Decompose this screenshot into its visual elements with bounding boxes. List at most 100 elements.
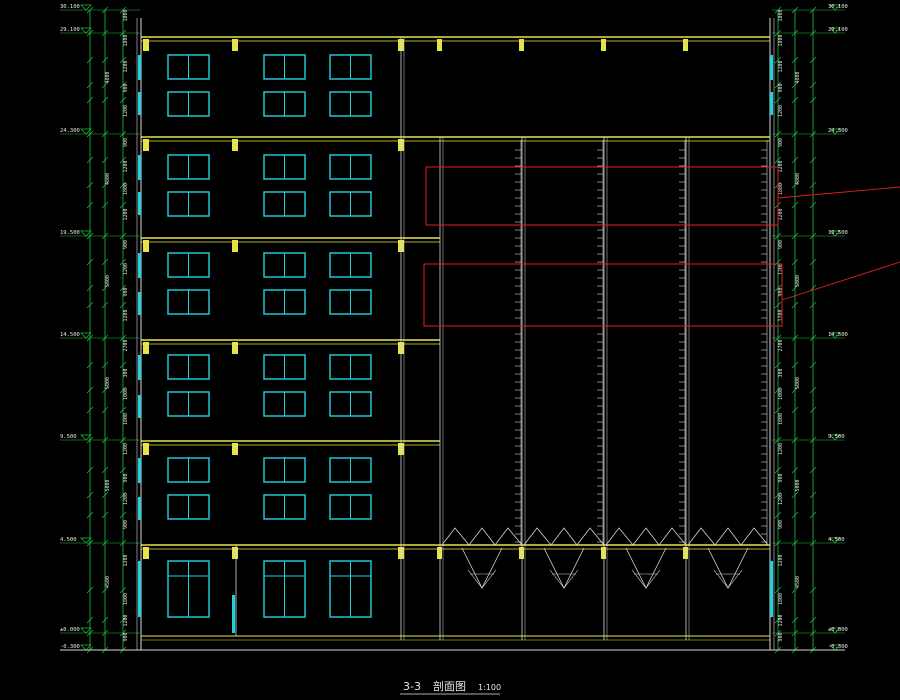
left-dim-tick — [101, 616, 109, 624]
left-dim-tick — [101, 466, 109, 474]
left-dim-tick — [86, 334, 94, 342]
right-level-label: 9.500 — [828, 434, 845, 440]
left-sub-dim-text: 1800 — [123, 34, 129, 46]
right-sub-dim-text: 1200 — [778, 554, 784, 566]
markup-group — [423, 166, 900, 327]
right-dim-tick — [791, 511, 799, 519]
left-dim-tick — [86, 258, 94, 266]
right-dim-tick — [809, 361, 817, 369]
left-floor-dim-text: 4800 — [105, 173, 111, 185]
right-floor-dim-text: 4800 — [795, 71, 801, 83]
right-dim-tick — [809, 81, 817, 89]
right-dim-tick — [774, 436, 782, 444]
silo-funnel-inner — [467, 569, 497, 589]
beam-drop — [519, 547, 524, 559]
left-dim-tick — [101, 6, 109, 14]
left-dim-tick — [86, 539, 94, 547]
beam-drop — [143, 240, 149, 252]
left-level-marker — [80, 230, 92, 237]
right-dim-tick — [791, 629, 799, 637]
markup-leader-upper — [777, 186, 900, 199]
right-sub-dim-text: 900 — [778, 520, 784, 529]
right-dim-tick — [791, 284, 799, 292]
right-floor-dim-text: 5000 — [795, 275, 801, 287]
left-dim-tick — [86, 81, 94, 89]
right-level-marker — [829, 537, 841, 544]
right-dim-tick — [809, 29, 817, 37]
right-dim-tick — [791, 466, 799, 474]
left-dim-tick — [119, 491, 127, 499]
left-dim-tick — [101, 629, 109, 637]
left-dim-tick — [101, 586, 109, 594]
edge-glazing-left — [138, 192, 141, 215]
left-dim-tick — [119, 6, 127, 14]
left-dim-tick — [86, 156, 94, 164]
title-name: 剖面图 — [433, 679, 466, 693]
right-dim-tick — [809, 491, 817, 499]
left-floor-dim-text: 5000 — [105, 377, 111, 389]
right-dim-tick — [791, 406, 799, 414]
beam-drop — [232, 240, 238, 252]
title-number: 3-3 — [403, 680, 421, 693]
right-sub-dim-text: 1800 — [778, 183, 784, 195]
edge-glazing-left — [138, 292, 141, 315]
right-dim-tick — [809, 586, 817, 594]
right-dim-tick — [774, 29, 782, 37]
beam-drop — [232, 39, 238, 51]
left-sub-dim-text: 1800 — [123, 183, 129, 195]
beam-drop — [437, 547, 442, 559]
right-dim-tick — [809, 181, 817, 189]
right-dim-tick — [791, 361, 799, 369]
right-level-label: 4.500 — [828, 537, 845, 543]
silo-group — [441, 140, 769, 589]
right-dim-tick — [791, 386, 799, 394]
left-level-marker — [80, 627, 92, 634]
right-dim-tick — [774, 156, 782, 164]
left-dim-tick — [119, 406, 127, 414]
right-dim-tick — [809, 334, 817, 342]
beam-drop — [683, 547, 688, 559]
left-dim-tick — [86, 586, 94, 594]
left-dim-tick — [101, 361, 109, 369]
edge-glazing-right — [770, 55, 773, 80]
right-sub-dim-text: 2700 — [778, 339, 784, 351]
left-sub-dim-text: 1000 — [123, 388, 129, 400]
left-level-marker — [80, 128, 92, 135]
left-level-label: -0.300 — [60, 644, 80, 650]
beam-drop — [143, 443, 149, 455]
left-level-label: 14.500 — [60, 332, 80, 338]
edge-glazing-left — [138, 561, 141, 617]
left-sub-dim-text: 1800 — [123, 413, 129, 425]
left-dim-tick — [119, 334, 127, 342]
right-dim-tick — [774, 81, 782, 89]
right-dim-tick — [774, 130, 782, 138]
right-dim-tick — [809, 436, 817, 444]
left-dim-tick — [86, 6, 94, 14]
left-dim-tick — [119, 361, 127, 369]
right-dim-tick — [791, 56, 799, 64]
left-dim-tick — [101, 181, 109, 189]
edge-glazing-left — [138, 253, 141, 278]
silo-funnel-inner — [713, 569, 743, 589]
left-sub-dim-text: 1000 — [123, 9, 129, 21]
right-level-marker — [829, 4, 841, 11]
right-floor-dim-text: 5000 — [795, 479, 801, 491]
right-dim-tick — [809, 96, 817, 104]
right-dim-tick — [809, 201, 817, 209]
left-level-marker — [80, 332, 92, 339]
right-sub-dim-text: 1200 — [778, 208, 784, 220]
left-dim-tick — [119, 96, 127, 104]
silo-funnel-inner — [549, 569, 579, 589]
right-dim-tick — [809, 284, 817, 292]
right-sub-dim-text: 900 — [778, 287, 784, 296]
right-dim-tick — [809, 511, 817, 519]
left-dim-tick — [119, 29, 127, 37]
left-dim-tick — [86, 181, 94, 189]
right-dim-tick — [791, 201, 799, 209]
right-sub-dim-text: 1800 — [778, 413, 784, 425]
left-floor-dim-text: 4800 — [105, 71, 111, 83]
left-sub-dim-text: 1200 — [123, 554, 129, 566]
left-dim-tick — [119, 301, 127, 309]
left-dim-tick — [119, 616, 127, 624]
left-dim-tick — [119, 232, 127, 240]
